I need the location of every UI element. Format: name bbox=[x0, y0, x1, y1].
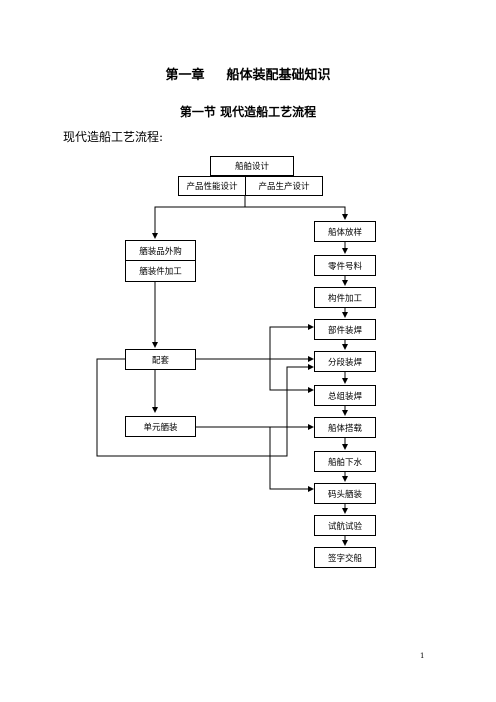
sea-trial-box: 试航试验 bbox=[314, 515, 376, 536]
connector-unit-to-quay bbox=[269, 427, 314, 492]
connector-matching-to-subassembly bbox=[269, 324, 314, 359]
grand-block-welding-box: 总组装焊 bbox=[314, 385, 376, 406]
connector-loop-to-block bbox=[286, 364, 314, 427]
component-processing-box: 构件加工 bbox=[314, 287, 376, 308]
chapter-heading: 第一章 船体装配基础知识 bbox=[0, 64, 496, 83]
hull-erection-box: 船体搭载 bbox=[314, 417, 376, 438]
ship-launching-box: 船舶下水 bbox=[314, 451, 376, 472]
quay-outfitting-box: 码头舾装 bbox=[314, 483, 376, 504]
chapter-title: 船体装配基础知识 bbox=[226, 68, 331, 83]
matching-box: 配套 bbox=[125, 349, 196, 370]
outfitting-purchase-box: 舾装品外购 bbox=[125, 240, 196, 261]
page-number: 1 bbox=[420, 652, 425, 660]
hull-lofting-box: 船体放样 bbox=[314, 221, 376, 242]
outfitting-parts-processing-box: 舾装件加工 bbox=[125, 260, 196, 282]
connector-matching-loop-to-erection bbox=[96, 358, 314, 457]
part-marking-box: 零件号料 bbox=[314, 255, 376, 276]
signing-delivery-box: 签字交船 bbox=[314, 547, 376, 568]
connector-design-split bbox=[152, 195, 246, 239]
intro-text: 现代造船工艺流程: bbox=[63, 130, 164, 144]
product-production-design-box: 产品生产设计 bbox=[245, 176, 323, 196]
connector-matching-to-grand bbox=[269, 359, 314, 393]
section-title: 第一节 现代造船工艺流程 bbox=[179, 105, 317, 119]
chapter-number: 第一章 bbox=[165, 68, 205, 83]
connector-design-to-lofting bbox=[245, 206, 348, 220]
ship-design-box: 船舶设计 bbox=[210, 156, 294, 176]
unit-outfitting-box: 单元舾装 bbox=[125, 416, 196, 437]
block-welding-box: 分段装焊 bbox=[314, 351, 376, 372]
subassembly-welding-box: 部件装焊 bbox=[314, 319, 376, 340]
product-performance-design-box: 产品性能设计 bbox=[178, 176, 246, 196]
